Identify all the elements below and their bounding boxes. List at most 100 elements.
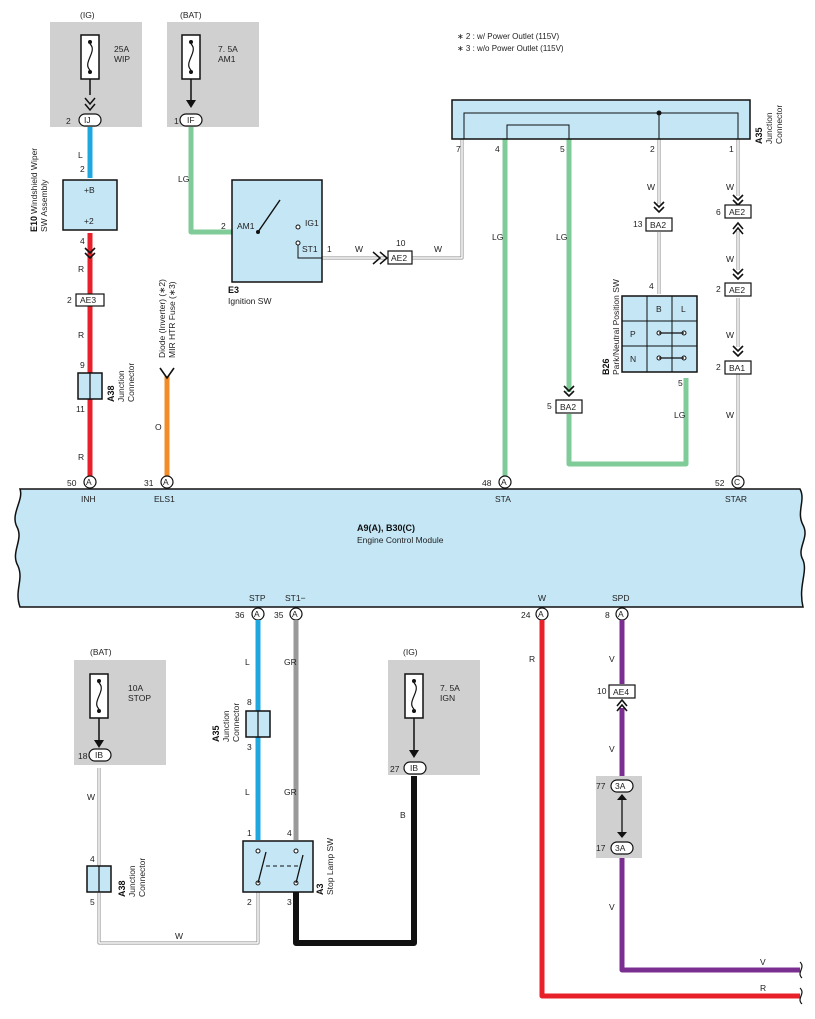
connector-ae3: 2 AE3 (67, 293, 105, 307)
ecm-pin-spd-num: 8 (605, 610, 610, 620)
e3-pin-am1: 2 (221, 221, 226, 231)
ba1-name: BA1 (729, 363, 745, 373)
e10-terminal-2: +2 (84, 216, 94, 226)
a38-bot-name-1: Junction (127, 865, 137, 897)
ecm-pin-w-label: W (538, 593, 546, 603)
wire-label-lg-1: LG (178, 174, 189, 184)
a35-top-pin-5: 5 (560, 144, 565, 154)
wire-black-ign (293, 776, 417, 946)
fuse-stop-name: STOP (128, 693, 151, 703)
ecm-pin-els1-num: 31 (144, 478, 154, 488)
a35-top-id: A35 (754, 127, 764, 144)
fuse-stop-source: (BAT) (90, 647, 112, 657)
ba2-low-pin: 5 (547, 401, 552, 411)
a35-top-pin-2: 2 (650, 144, 655, 154)
ba1-pin: 2 (716, 362, 721, 372)
c3a-top-pin: 77 (596, 781, 606, 791)
a3-pin-3: 3 (287, 897, 292, 907)
wire-label-r-5: R (760, 983, 766, 993)
a3-name: Stop Lamp SW (325, 838, 335, 895)
connector-ba2-low: 5 BA2 (547, 385, 583, 414)
connector-ae2-a: 6 AE2 (716, 194, 752, 235)
wire-white-stop-outer (97, 768, 260, 945)
fuse-ign-name: IGN (440, 693, 455, 703)
wire-label-w-star-1: W (726, 182, 734, 192)
b26-col-b: B (656, 304, 662, 314)
ecm-pin-st1m-conn: A (292, 609, 298, 619)
connector-ae2-b: 2 AE2 (716, 268, 752, 297)
diode-line-1: Diode (Inverter) (∗2) (157, 279, 167, 358)
ignition-sw: 2 AM1 IG1 ST1 1 E3 Ignition SW (221, 179, 332, 306)
a38-bot-pin-bot: 5 (90, 897, 95, 907)
break-mark-r (799, 987, 803, 1005)
ecm-pin-els1-label: ELS1 (154, 494, 175, 504)
e10-id: E10 (29, 216, 39, 232)
b26-row-p: P (630, 329, 636, 339)
diode-mir-htr: Diode (Inverter) (∗2) MIR HTR Fuse (∗3) (157, 279, 177, 380)
ecm-pin-st1m: ST1− 35 A (274, 593, 306, 621)
note-line-1: ∗ 2 : w/ Power Outlet (115V) (457, 32, 559, 41)
wire-label-l-3: L (245, 787, 250, 797)
a35-bot-name-1: Junction (221, 710, 231, 742)
a38-bot-id: A38 (117, 880, 127, 897)
b26-col-l: L (681, 304, 686, 314)
ecm-pin-sta-num: 48 (482, 478, 492, 488)
a3-pin-1: 1 (247, 828, 252, 838)
wire-purple-spd (619, 620, 800, 973)
ae2-b-name: AE2 (729, 285, 745, 295)
wire-label-lg-2: LG (492, 232, 503, 242)
ba2-top-name: BA2 (650, 220, 666, 230)
e3-pin-st1: 1 (327, 244, 332, 254)
ecm-pin-star-num: 52 (715, 478, 725, 488)
windshield-wiper-sw: 2 +B +2 4 E10 Windshield Wiper SW Assemb… (29, 148, 118, 259)
ae2-a-name: AE2 (729, 207, 745, 217)
ecm-name: Engine Control Module (357, 535, 444, 545)
wire-label-w-stop: W (87, 792, 95, 802)
ecm-pin-w-conn: A (538, 609, 544, 619)
a35-top-name-2: Connector (774, 105, 784, 144)
wire-label-b: B (400, 810, 406, 820)
a3-pin-4: 4 (287, 828, 292, 838)
b26-pin-bot: 5 (678, 378, 683, 388)
ecm-pin-st1m-label: ST1− (285, 593, 306, 603)
fuse-stop: (BAT) 10A STOP 18 IB (74, 647, 166, 765)
wire-white-stop-inner (98, 768, 259, 944)
fuse-ign: (IG) 7. 5A IGN 27 IB (388, 647, 480, 775)
b26-name: Park/Neutral Position SW (611, 279, 621, 375)
fuse-ign-conn: IB (410, 763, 418, 773)
wire-label-r-3: R (78, 452, 84, 462)
ecm-pin-inh-label: INH (81, 494, 96, 504)
ecm-pin-sta: 48 A STA (482, 475, 512, 504)
fuse-stop-pin: 18 (78, 751, 88, 761)
ae2-b-pin: 2 (716, 284, 721, 294)
a35-top-pin-4: 4 (495, 144, 500, 154)
engine-control-module: A9(A), B30(C) Engine Control Module (14, 488, 806, 608)
a35-bot-pin-bot: 3 (247, 742, 252, 752)
ecm-pin-stp: STP 36 A (235, 593, 266, 621)
ecm-pin-stp-conn: A (254, 609, 260, 619)
ecm-pin-st1m-num: 35 (274, 610, 284, 620)
e3-st1: ST1 (302, 244, 318, 254)
diode-line-2: MIR HTR Fuse (∗3) (167, 281, 177, 358)
fuse-wip-conn: IJ (84, 115, 91, 125)
connector-ba1: 2 BA1 (716, 345, 752, 375)
ecm-pin-stp-num: 36 (235, 610, 245, 620)
ecm-pin-els1-conn: A (163, 477, 169, 487)
fuse-am1-pin: 1 (174, 116, 179, 126)
wire-label-l-1: L (78, 150, 83, 160)
e10-pin-top: 2 (80, 164, 85, 174)
fuse-wip: (IG) 25A WIP 2 IJ (50, 10, 142, 127)
wire-label-v-3: V (609, 902, 615, 912)
fuse-am1-source: (BAT) (180, 10, 202, 20)
junction-a35-top: 7 4 5 2 1 A35 Junction Connector (451, 99, 784, 154)
e3-am1: AM1 (237, 221, 255, 231)
wire-label-w-st1: W (355, 244, 363, 254)
wire-label-w-star-3: W (726, 330, 734, 340)
e3-name: Ignition SW (228, 296, 271, 306)
ecm-pin-sta-label: STA (495, 494, 511, 504)
wire-label-w-ae2: W (434, 244, 442, 254)
ae2-ign-pin: 10 (396, 238, 406, 248)
wire-label-lg-4: LG (674, 410, 685, 420)
ecm-pin-spd: SPD 8 A (605, 593, 629, 621)
ecm-pin-spd-conn: A (618, 609, 624, 619)
